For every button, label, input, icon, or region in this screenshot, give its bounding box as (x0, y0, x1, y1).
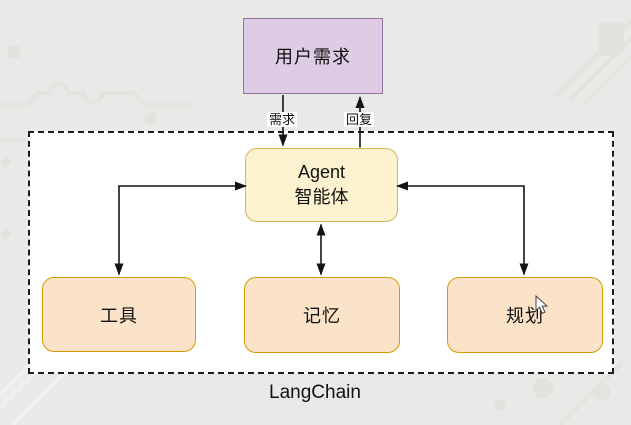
reply-edge-label: 回复 (343, 112, 375, 127)
tools-node[interactable]: 工具 (42, 277, 196, 352)
memory-node[interactable]: 记忆 (244, 277, 400, 353)
planning-label: 规划 (506, 306, 544, 326)
user-requirement-label: 用户需求 (275, 47, 351, 67)
agent-label: Agent 智能体 (295, 160, 349, 210)
memory-label: 记忆 (303, 306, 341, 326)
langchain-caption: LangChain (269, 382, 361, 403)
user-requirement-node[interactable]: 用户需求 (243, 18, 383, 94)
tools-label: 工具 (100, 305, 138, 326)
agent-node[interactable]: Agent 智能体 (245, 148, 398, 222)
planning-node[interactable]: 规划 (447, 277, 603, 353)
agent-label-line2: 智能体 (294, 187, 349, 207)
agent-label-line1: Agent (297, 162, 346, 182)
request-edge-label: 需求 (266, 112, 298, 127)
